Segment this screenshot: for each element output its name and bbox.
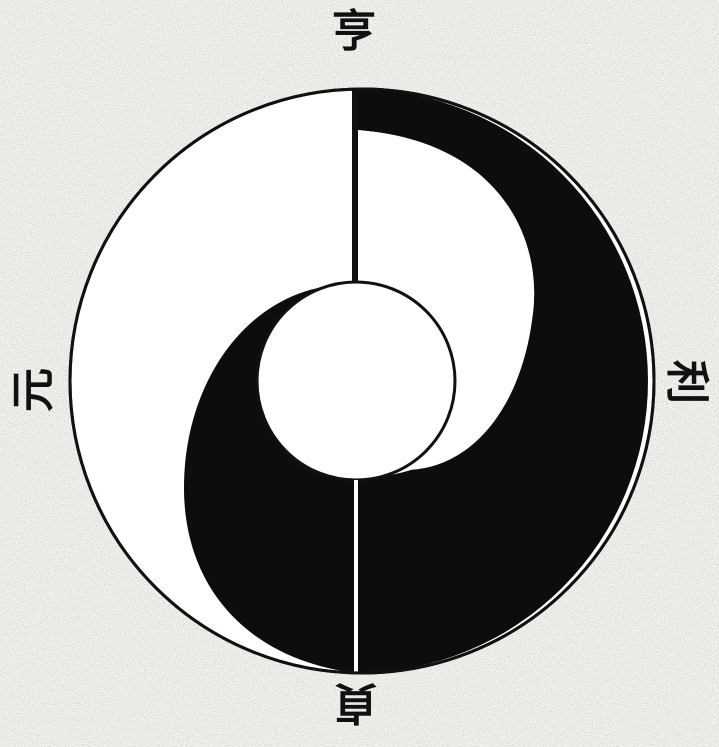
inner-circle — [257, 282, 455, 480]
label-heng: 亨 — [332, 10, 376, 54]
label-yuan: 元 — [12, 368, 56, 412]
label-li: 利 — [664, 360, 708, 404]
label-zhen: 貞 — [334, 680, 378, 724]
